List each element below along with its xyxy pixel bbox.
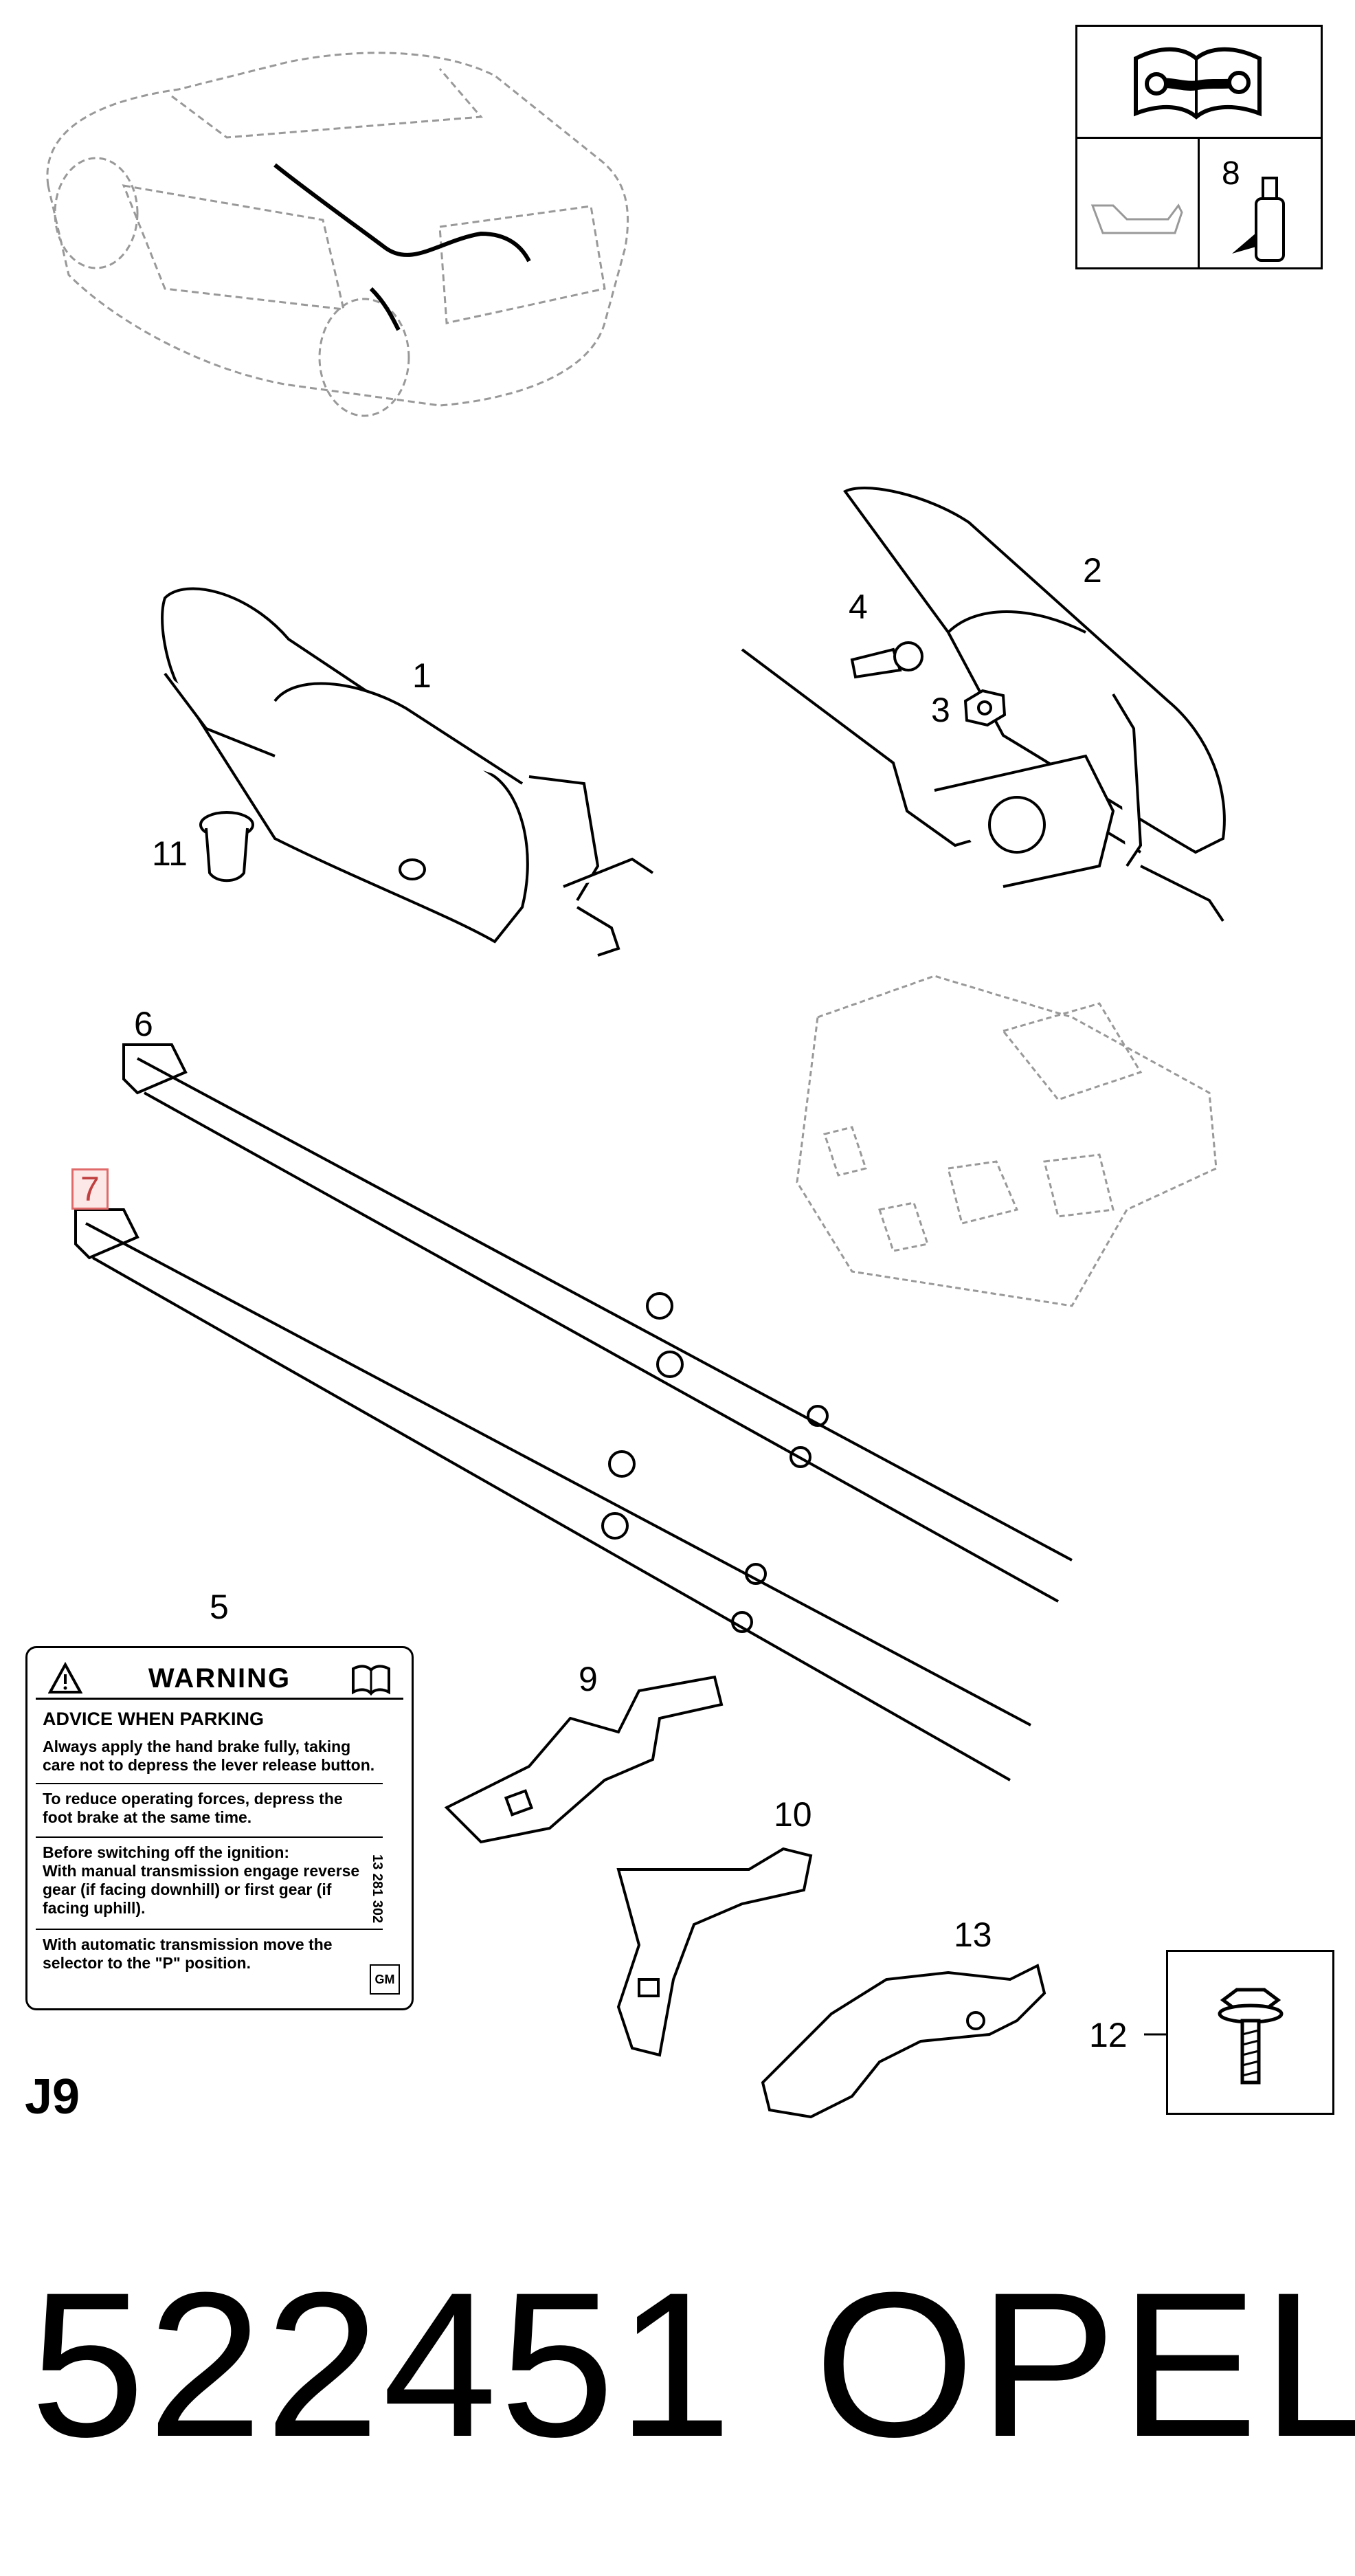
callout-13: 13	[954, 1916, 992, 1954]
warning-paragraph-2: To reduce operating forces, depress the …	[43, 1790, 343, 1826]
warning-title-rule	[36, 1698, 403, 1700]
warning-header: WARNING	[27, 1655, 412, 1696]
adhesive-tube-icon	[1232, 177, 1285, 262]
callout-8: 8	[1222, 155, 1240, 192]
manual-book-icon	[352, 1665, 390, 1696]
warning-separator-3	[36, 1929, 383, 1930]
screw-box	[1166, 1950, 1334, 2115]
callout-1: 1	[412, 656, 432, 695]
part-4-screw	[850, 641, 923, 679]
warning-paragraph-1: Always apply the hand brake fully, takin…	[43, 1737, 375, 1774]
handbrake-lever-1	[161, 587, 654, 957]
bracket-10	[616, 1847, 813, 2057]
callout-11: 11	[152, 834, 188, 873]
warning-title: WARNING	[148, 1663, 291, 1694]
grease-tray-icon	[1090, 203, 1183, 234]
repair-manual-icon	[1134, 47, 1262, 120]
brand-name: OPEL	[814, 2249, 1355, 2480]
part-3-nut	[963, 689, 1007, 727]
warning-part-code: 13 281 302	[370, 1854, 385, 1924]
warning-label: WARNING ADVICE WHEN PARKING Always apply…	[25, 1646, 414, 2010]
warning-subtitle: ADVICE WHEN PARKING	[43, 1709, 265, 1729]
gm-logo: GM	[370, 1964, 400, 1995]
warning-paragraph-3: Before switching off the ignition: With …	[43, 1843, 360, 1917]
handbrake-lever-2	[741, 487, 1226, 922]
tools-divider-vertical	[1198, 137, 1200, 267]
warning-paragraph-4: With automatic transmission move the sel…	[43, 1935, 333, 1972]
callout-2: 2	[1083, 551, 1102, 590]
callout-4: 4	[849, 588, 868, 626]
catalog-number: 522451	[30, 2249, 735, 2480]
brake-cables	[74, 1043, 1073, 1781]
bolt-icon	[1218, 1988, 1284, 2085]
callout-5: 5	[210, 1588, 229, 1626]
callout-7[interactable]: 7	[71, 1168, 109, 1210]
car-illustration	[46, 52, 629, 417]
floor-panel	[796, 975, 1218, 1307]
car-brake-cable-path	[273, 163, 531, 331]
callout-3: 3	[931, 691, 950, 729]
warning-triangle-icon	[48, 1662, 82, 1694]
callout-12: 12	[1089, 2016, 1128, 2054]
bracket-9	[444, 1675, 724, 1844]
bracket-13	[761, 1964, 1046, 2119]
callout-6: 6	[134, 1005, 153, 1043]
tools-box: 8	[1075, 25, 1323, 269]
callout-9: 9	[579, 1660, 598, 1698]
section-code: J9	[25, 2069, 80, 2124]
warning-separator-2	[36, 1836, 383, 1838]
warning-separator-1	[36, 1783, 383, 1784]
callout-10: 10	[774, 1795, 812, 1834]
part-11-plug	[199, 811, 254, 882]
